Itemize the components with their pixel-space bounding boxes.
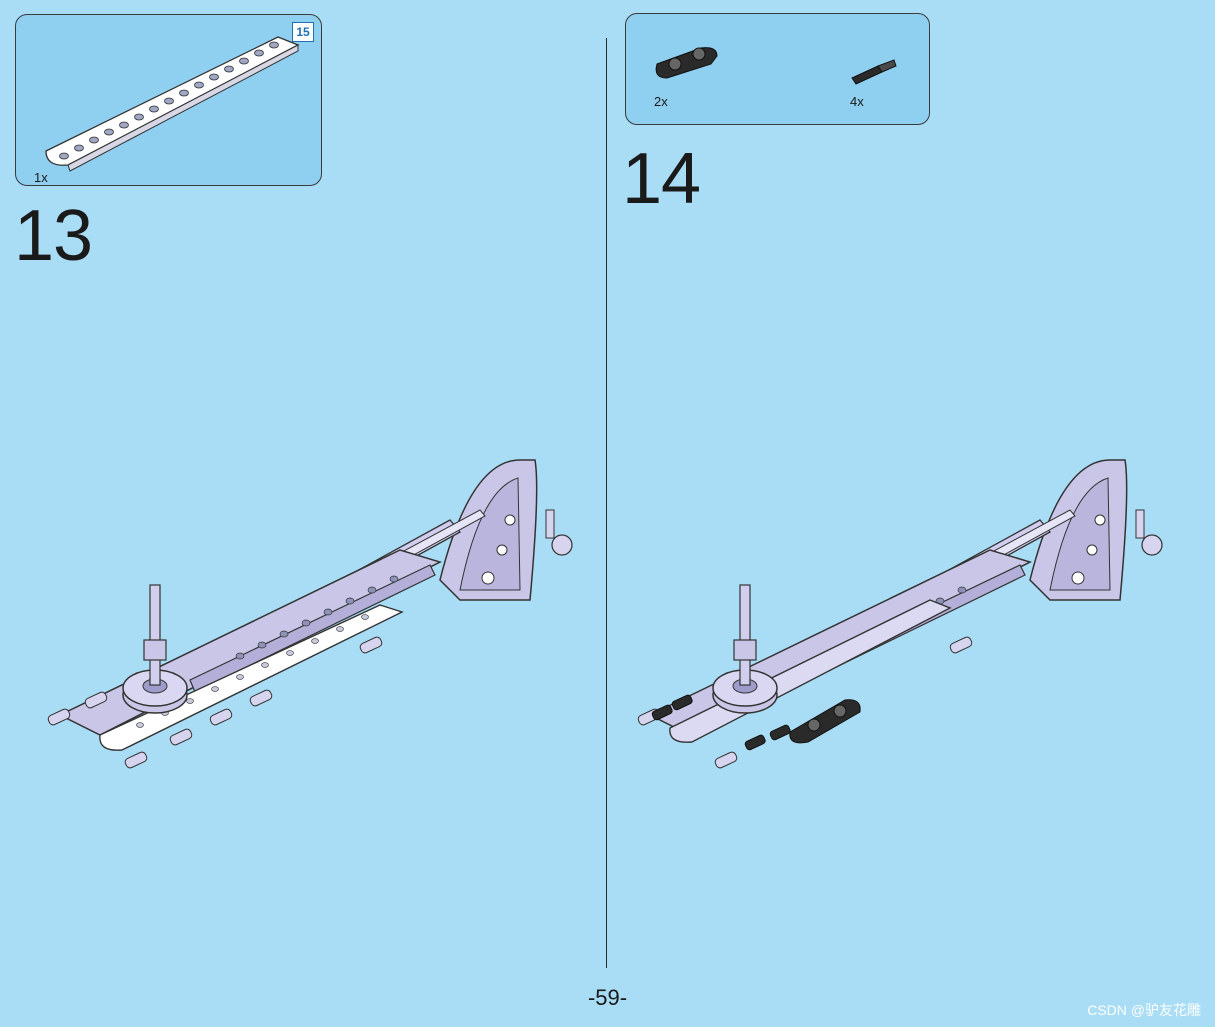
- model-assembly-step-14: [637, 459, 1163, 769]
- step-number-13: 13: [14, 196, 93, 276]
- part-quantity: 4x: [850, 94, 864, 109]
- black-pin-with-axle-icon: [851, 59, 897, 85]
- model-assembly-step-13: [47, 459, 573, 769]
- parts-box-step-14: 2x 4x: [625, 13, 930, 125]
- page-divider: [606, 38, 607, 968]
- watermark: CSDN @驴友花雕: [1087, 1002, 1201, 1018]
- white-beam-15-icon: [45, 36, 300, 172]
- black-cross-connector-icon: [655, 47, 718, 79]
- step-number-14: 14: [622, 139, 701, 219]
- parts-box-step-13: 15 1x: [15, 14, 322, 186]
- length-badge: 15: [292, 22, 314, 42]
- part-quantity: 1x: [34, 170, 48, 185]
- page-number: -59-: [587, 985, 628, 1010]
- part-quantity: 2x: [654, 94, 668, 109]
